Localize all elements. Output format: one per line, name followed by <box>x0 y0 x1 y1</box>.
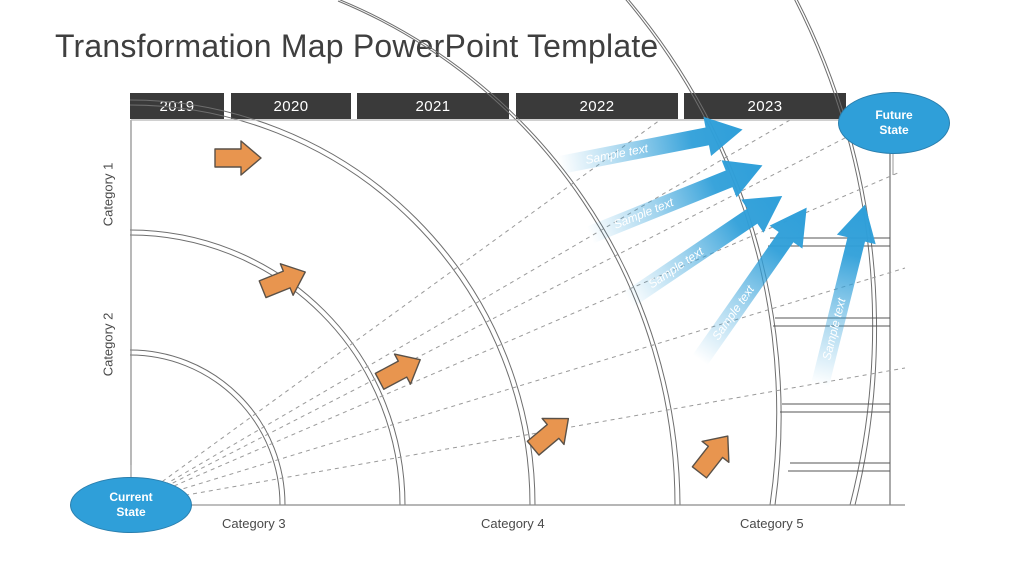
orange-arrow[interactable] <box>370 344 429 398</box>
year-label: 2023 <box>747 97 783 115</box>
year-bar-2021[interactable]: 2021 <box>357 93 509 119</box>
blue-arrow[interactable]: Sample text <box>616 179 794 317</box>
future-state-line1: Future <box>875 108 913 122</box>
blue-arrow-label: Sample text <box>646 244 707 291</box>
current-state-line1: Current <box>109 490 153 504</box>
x-axis-label-category-4: Category 4 <box>481 516 545 531</box>
orange-arrow[interactable] <box>685 424 742 484</box>
future-state-node[interactable]: Future State <box>838 92 950 154</box>
orange-arrow-group <box>214 140 742 484</box>
x-axis-label-category-5: Category 5 <box>740 516 804 531</box>
page-title: Transformation Map PowerPoint Template <box>55 28 659 64</box>
year-label: 2020 <box>273 97 309 115</box>
year-bar-2020[interactable]: 2020 <box>231 93 351 119</box>
y-axis-label-category-2: Category 2 <box>100 312 116 377</box>
chart-axes <box>130 119 905 506</box>
year-bar-2023[interactable]: 2023 <box>684 93 846 119</box>
year-label: 2021 <box>415 97 451 115</box>
year-label: 2022 <box>579 97 615 115</box>
blue-arrow-label: Sample text <box>709 282 757 342</box>
year-bar-2022[interactable]: 2022 <box>516 93 678 119</box>
orange-arrow[interactable] <box>214 140 262 176</box>
radial-dashed-lines <box>129 119 906 506</box>
year-bar-2019[interactable]: 2019 <box>130 93 224 119</box>
current-state-line2: State <box>116 505 146 519</box>
orange-arrow[interactable] <box>521 404 581 462</box>
current-state-node[interactable]: Current State <box>70 477 192 533</box>
ellipse-connectors <box>130 150 894 506</box>
y-axis-label-category-1: Category 1 <box>100 162 116 227</box>
future-state-line2: State <box>879 123 909 137</box>
blue-arrow[interactable]: Sample text <box>556 109 747 185</box>
blue-arrow-label: Sample text <box>819 296 848 362</box>
x-axis-label-category-3: Category 3 <box>222 516 286 531</box>
